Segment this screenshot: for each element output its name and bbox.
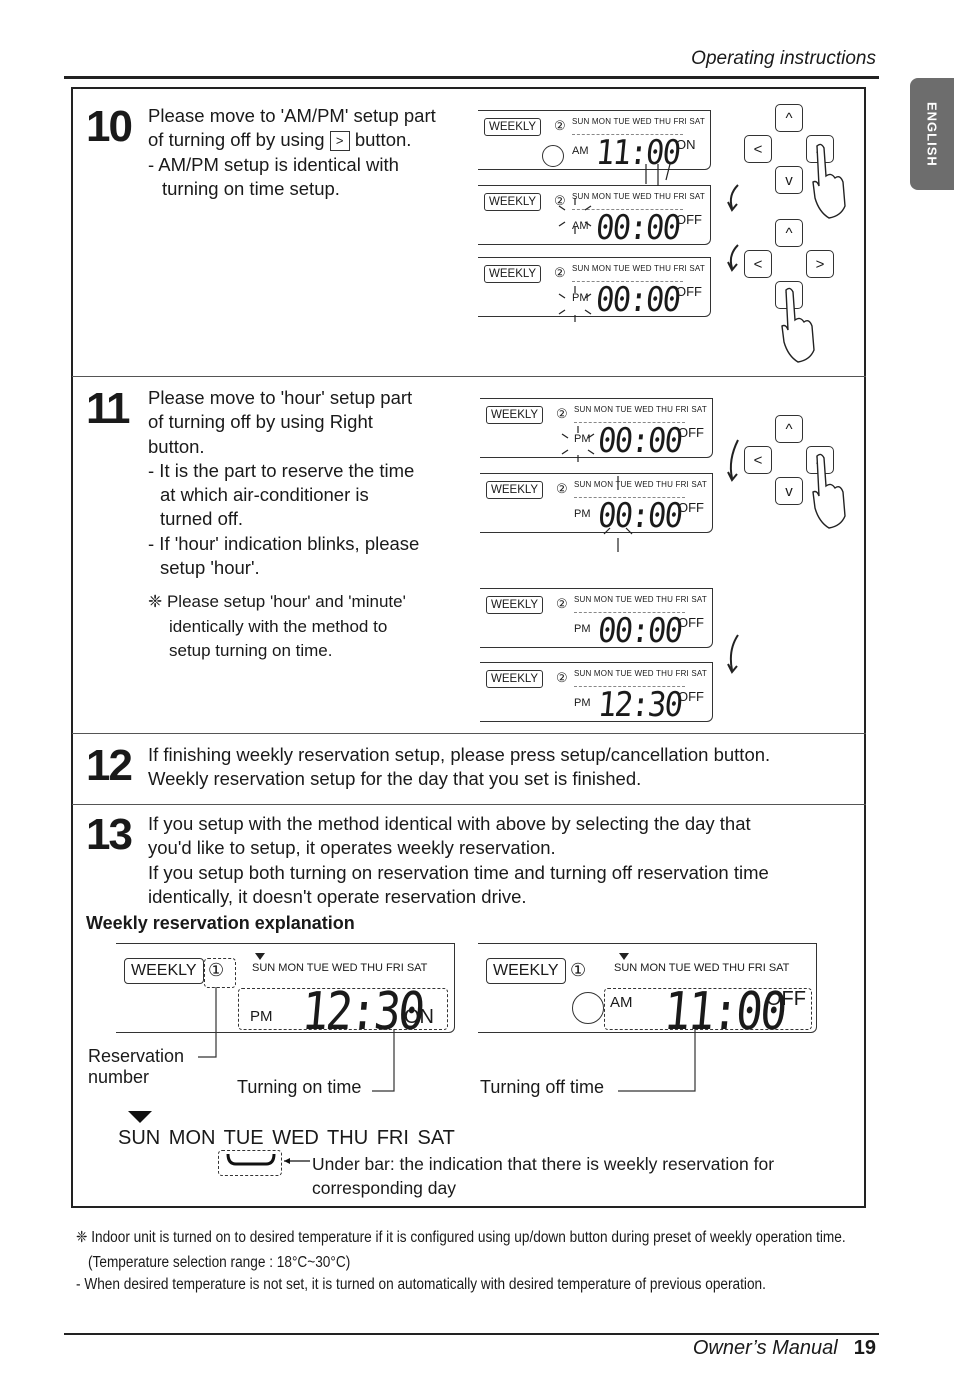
blink-icon — [558, 198, 592, 234]
step-number: 12 — [86, 741, 133, 790]
up-button[interactable]: ^ — [775, 219, 803, 247]
hand-icon — [812, 143, 846, 219]
lcd-on-panel: WEEKLY ① SUN MON TUE WED THU FRI SAT PM … — [116, 943, 455, 1042]
divider — [72, 376, 866, 377]
step-number: 10 — [86, 102, 133, 151]
divider — [72, 733, 866, 734]
blink-icon — [561, 426, 595, 462]
underbar-box — [218, 1150, 282, 1176]
on-time-label: Turning on time — [237, 1077, 362, 1097]
down-button[interactable]: v — [775, 477, 803, 505]
lcd-off-panel: WEEKLY ① SUN MON TUE WED THU FRI SAT AM … — [478, 943, 817, 1042]
right-button[interactable]: > — [806, 250, 834, 278]
day-marker-icon — [255, 953, 265, 960]
pointer-arrow — [284, 1158, 310, 1164]
section-header: Operating instructions — [691, 48, 876, 69]
instruction-frame — [71, 87, 866, 1208]
explanation-title: Weekly reservation explanation — [86, 913, 355, 933]
left-button[interactable]: < — [744, 446, 772, 474]
leader-lines — [198, 987, 696, 1092]
step-12-text: If finishing weekly reservation setup, p… — [148, 744, 771, 790]
footnote: (Temperature selection range : 18°C~30°C… — [88, 1254, 351, 1271]
step-13-text: If you setup with the method identical w… — [148, 813, 769, 907]
off-time-box — [604, 988, 812, 1030]
hand-icon — [781, 287, 815, 363]
step-number: 11 — [86, 384, 130, 433]
left-button[interactable]: < — [744, 135, 772, 163]
day-marker-icon — [128, 1111, 152, 1123]
down-button[interactable]: v — [775, 166, 803, 194]
right-button-icon: > — [329, 131, 350, 152]
underbar-text: Under bar: the indication that there is … — [312, 1154, 775, 1198]
arrow-icon — [727, 439, 739, 674]
clock-icon — [572, 992, 604, 1024]
clock-icon — [542, 145, 564, 167]
on-time-box — [238, 988, 448, 1030]
blink-icon — [603, 476, 633, 552]
off-time-label: Turning off time — [480, 1077, 605, 1097]
hand-icon — [812, 453, 846, 529]
top-rule — [64, 76, 879, 79]
up-button[interactable]: ^ — [775, 104, 803, 132]
step-number: 13 — [86, 810, 133, 859]
reservation-number-box — [204, 958, 236, 988]
blink-icon — [645, 163, 671, 186]
day-marker-icon — [619, 953, 629, 960]
left-button[interactable]: < — [744, 250, 772, 278]
up-button[interactable]: ^ — [775, 415, 803, 443]
bottom-rule — [64, 1333, 879, 1335]
underbar-icon — [226, 1153, 276, 1166]
arrow-icon — [727, 184, 739, 272]
divider — [72, 804, 866, 805]
footnote: ❈ Indoor unit is turned on to desired te… — [76, 1229, 846, 1246]
blink-icon — [558, 286, 592, 322]
step-11-text: Please move to 'hour' setup part of turn… — [148, 387, 420, 579]
footnote: - When desired temperature is not set, i… — [76, 1276, 766, 1293]
language-tab: ENGLISH — [910, 78, 954, 190]
days-legend: SUN MON TUE WED THU FRI SAT — [118, 1127, 455, 1149]
step-11-note: ❈ Please setup 'hour' and 'minute' ident… — [148, 592, 406, 660]
step-10-text: Please move to 'AM/PM' setup part of tur… — [148, 105, 436, 199]
